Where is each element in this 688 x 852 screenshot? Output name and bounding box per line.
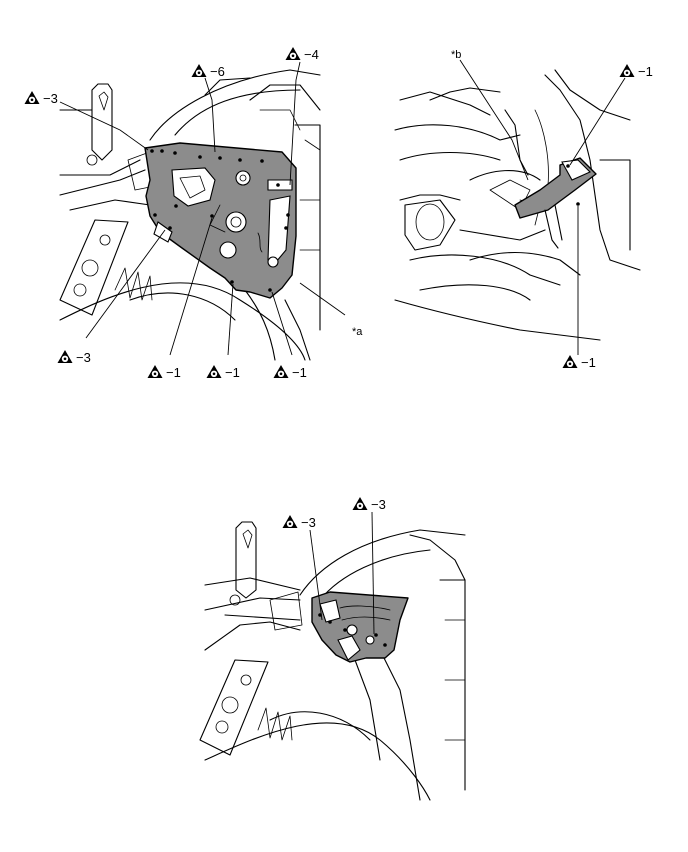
callout-tl-3b: −3: [57, 350, 91, 365]
callout-bm-3b: −3: [352, 497, 386, 512]
callout-label: −1: [292, 365, 307, 380]
reference-label-b: *b: [451, 49, 461, 61]
callout-label: −3: [371, 497, 386, 512]
callout-tl-1a: −1: [147, 365, 181, 380]
view-top-right: *b −1 −1: [394, 49, 653, 370]
callout-tr-1a: −1: [619, 64, 653, 79]
weld-points-top-left: [150, 149, 290, 292]
callout-tl-6: −6: [191, 64, 225, 79]
callout-tr-1b: −1: [562, 355, 596, 370]
callout-label: −3: [43, 91, 58, 106]
callout-tl-3: −3: [24, 91, 58, 106]
callout-bm-3a: −3: [282, 515, 316, 530]
callout-label: −3: [76, 350, 91, 365]
callout-label: −1: [166, 365, 181, 380]
callout-tl-4: −4: [285, 47, 319, 62]
reference-label-a: *a: [352, 326, 363, 338]
callout-tl-1b: −1: [206, 365, 240, 380]
callout-label: −6: [210, 64, 225, 79]
view-top-left: −3 −6 −4 −3 −1 −1 −1 *a: [24, 47, 363, 380]
callout-label: −4: [304, 47, 319, 62]
callout-label: −3: [301, 515, 316, 530]
callout-tl-1c: −1: [273, 365, 307, 380]
view-bottom: −3 −3: [199, 497, 466, 801]
callout-label: −1: [638, 64, 653, 79]
callout-label: −1: [581, 355, 596, 370]
callout-label: −1: [225, 365, 240, 380]
